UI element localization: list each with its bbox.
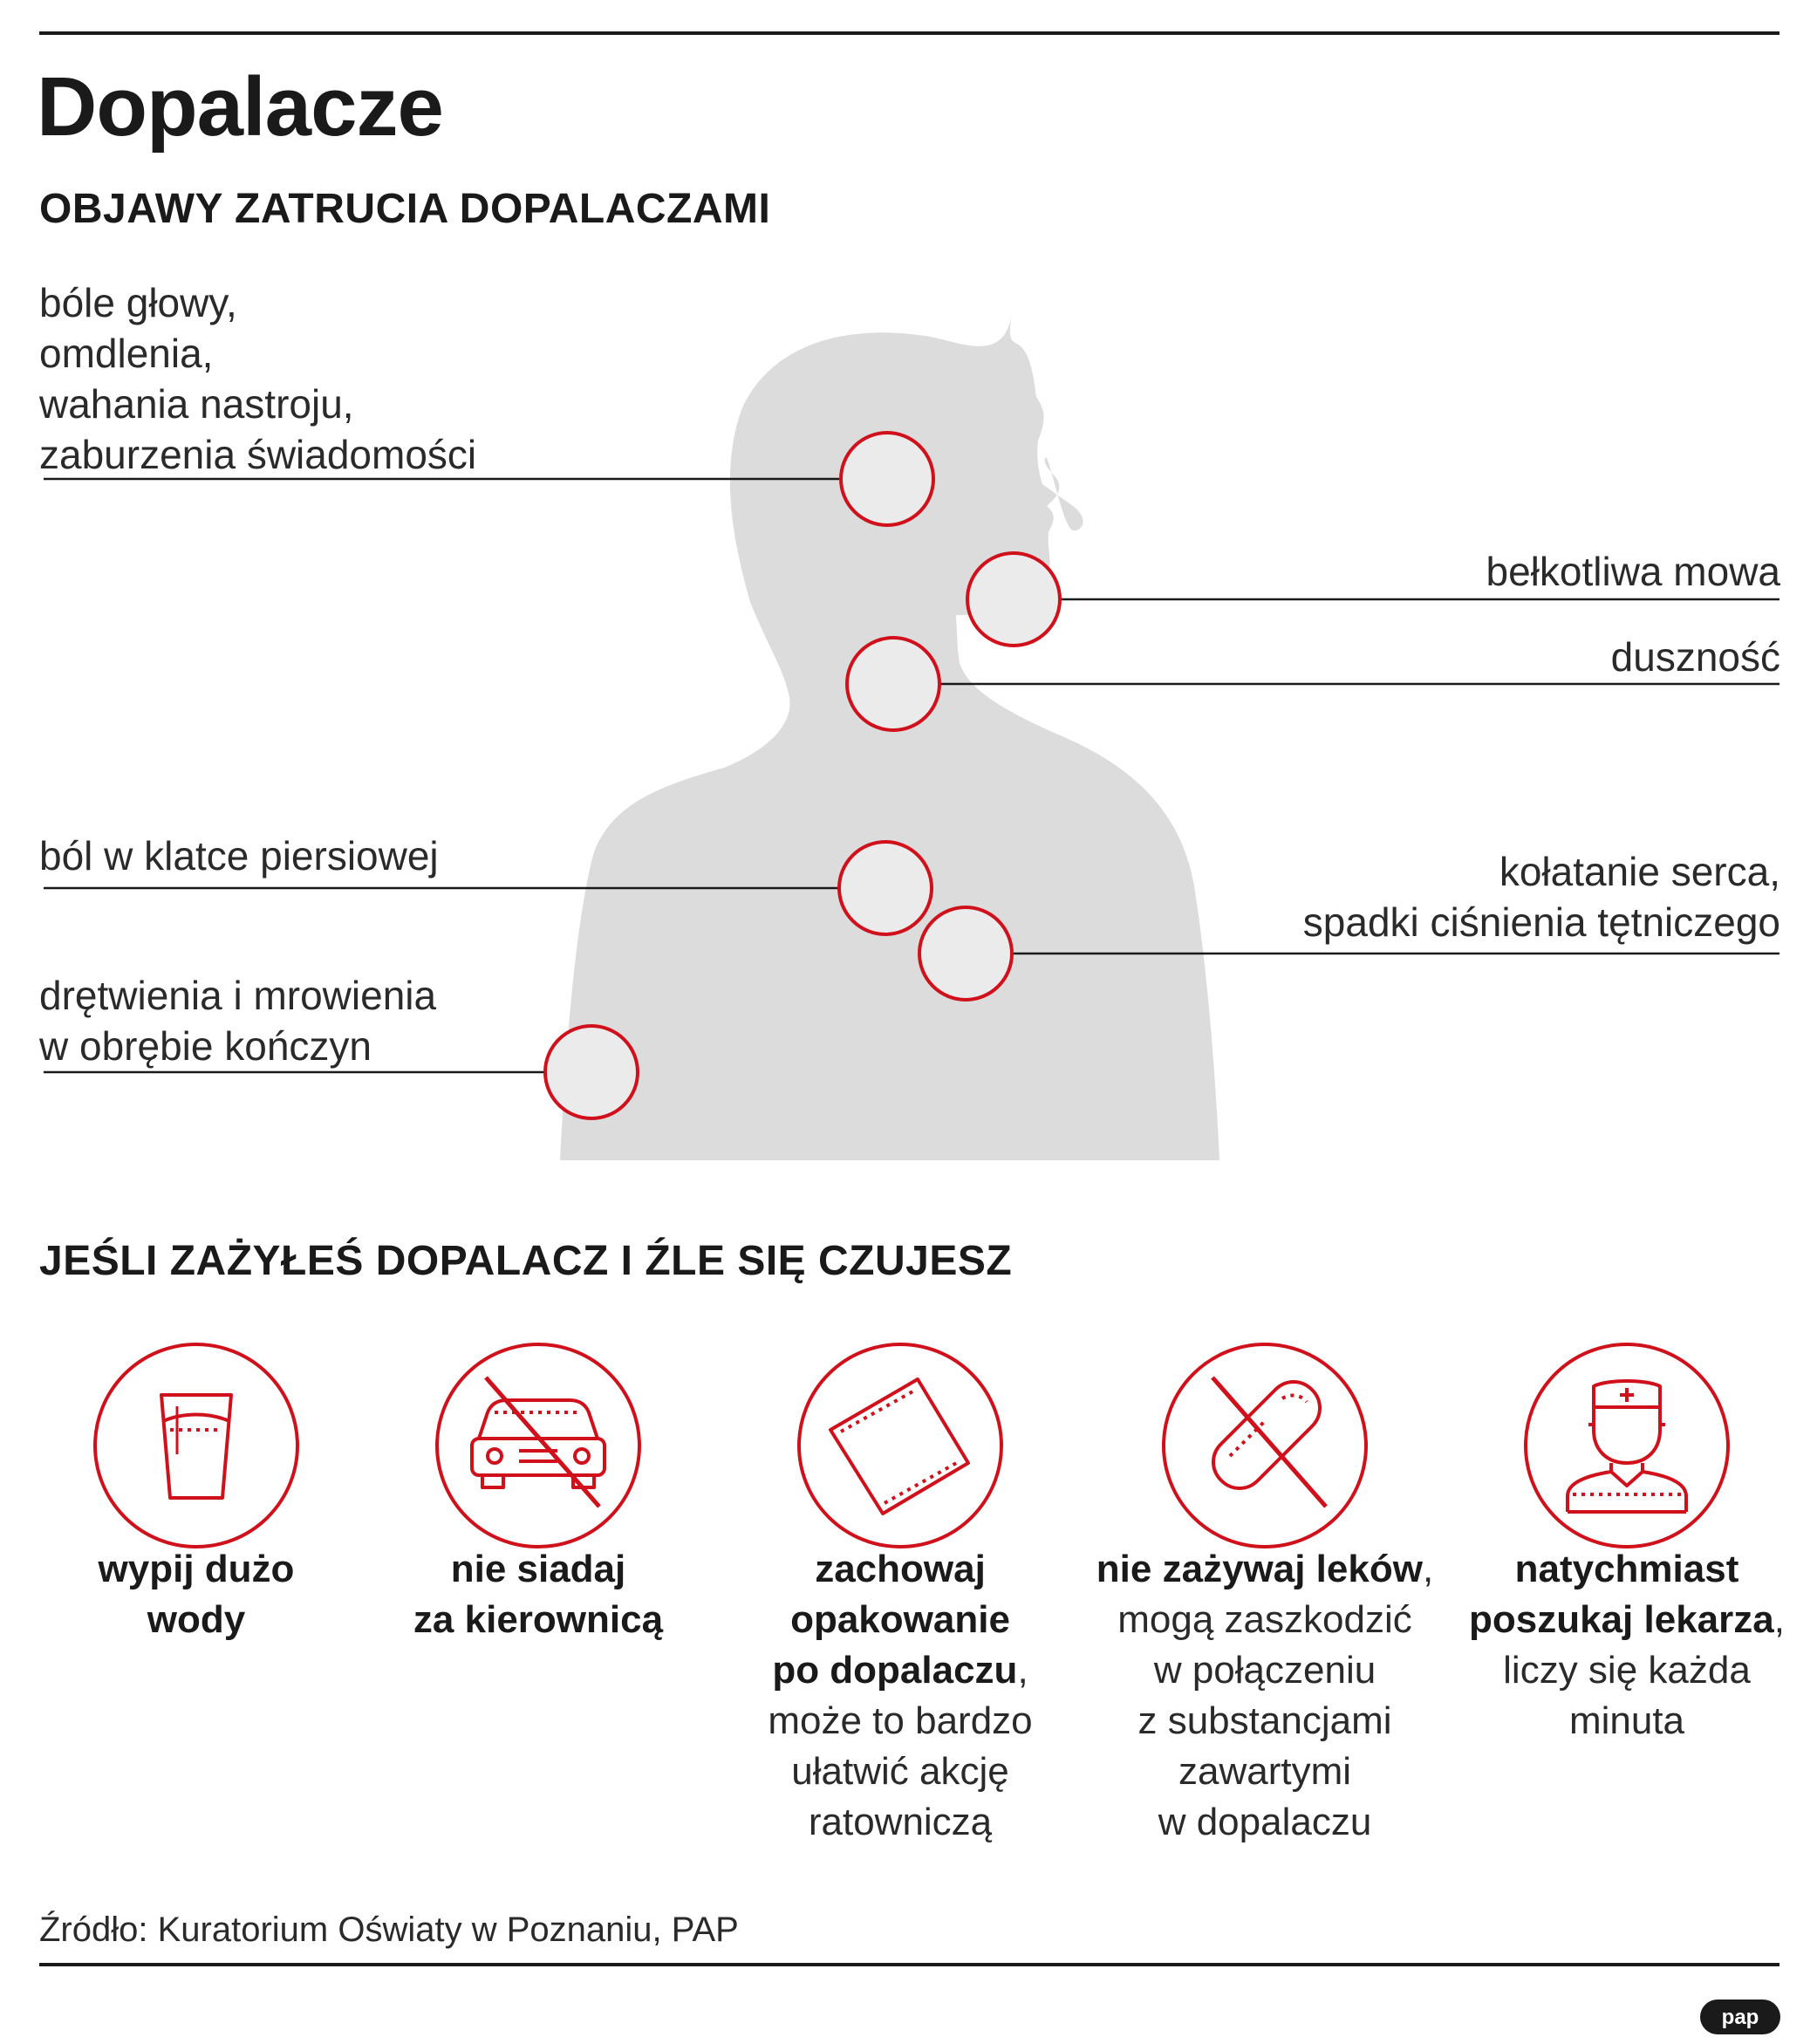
symptom-heart: kołatanie serca, spadki ciśnienia tętnic…	[1303, 846, 1780, 947]
action-keep-packet: zachowaj opakowanie po dopalaczu, może t…	[717, 1544, 1083, 1848]
action-normal-line: w dopalaczu	[1158, 1801, 1372, 1843]
symptom-line: wahania nastroju,	[39, 381, 354, 427]
symptom-line: duszność	[1610, 634, 1780, 680]
human-silhouette-diagram	[44, 314, 1779, 1160]
marker-speech	[966, 551, 1062, 647]
action-bold-line: zachowaj	[815, 1548, 986, 1590]
marker-breath	[845, 636, 941, 732]
action-bold-line: po dopalaczu	[772, 1649, 1018, 1692]
symptom-line: drętwienia i mrowienia	[39, 973, 437, 1018]
symptom-line: bełkotliwa mowa	[1486, 549, 1780, 594]
action-normal-line: mogą zaszkodzić	[1117, 1598, 1412, 1641]
marker-heart	[918, 906, 1014, 1001]
bottom-rule	[39, 1963, 1779, 1966]
marker-chest	[837, 840, 933, 936]
action-punctuation: ,	[1773, 1598, 1785, 1641]
action-punctuation: ,	[1017, 1649, 1028, 1692]
action-normal-line: może to bardzo	[768, 1699, 1033, 1742]
symptoms-heading: OBJAWY ZATRUCIA DOPALACZAMI	[39, 186, 771, 232]
action-normal-line: w połączeniu	[1153, 1649, 1376, 1692]
action-normal-line: zawartymi	[1178, 1750, 1352, 1793]
symptom-line: spadki ciśnienia tętniczego	[1302, 899, 1780, 945]
no-driving-car-icon	[435, 1343, 641, 1548]
packet-icon	[797, 1343, 1003, 1548]
symptom-limbs: drętwienia i mrowienia w obrębie kończyn	[39, 970, 436, 1071]
action-bold-line: opakowanie	[790, 1598, 1010, 1641]
action-bold-line: nie zażywaj leków	[1096, 1548, 1423, 1590]
doctor-icon	[1524, 1343, 1730, 1548]
symptom-chest: ból w klatce piersiowej	[39, 831, 439, 881]
symptom-head: bóle głowy, omdlenia, wahania nastroju, …	[39, 277, 476, 480]
no-pills-icon	[1162, 1343, 1368, 1548]
top-rule	[39, 31, 1779, 35]
action-bold-line: nie siadaj	[450, 1548, 626, 1590]
page-title: Dopalacze	[37, 60, 444, 154]
glass-of-water-icon	[93, 1343, 299, 1548]
action-normal-line: minuta	[1568, 1699, 1685, 1742]
source-note: Źródło: Kuratorium Oświaty w Poznaniu, P…	[39, 1911, 739, 1949]
symptom-breath: duszność	[1611, 632, 1780, 682]
symptom-speech: bełkotliwa mowa	[1486, 546, 1780, 597]
action-find-doctor: natychmiast poszukaj lekarza, liczy się …	[1444, 1544, 1810, 1747]
action-bold-line: natychmiast	[1514, 1548, 1739, 1590]
action-bold-line: wody	[147, 1598, 246, 1641]
action-punctuation: ,	[1422, 1548, 1434, 1590]
action-normal-line: liczy się każda	[1503, 1649, 1751, 1692]
symptom-line: w obrębie kończyn	[39, 1023, 372, 1069]
symptom-line: ból w klatce piersiowej	[39, 833, 439, 878]
marker-head	[839, 431, 935, 527]
human-silhouette	[560, 314, 1219, 1160]
action-bold-line: za kierownicą	[413, 1598, 664, 1641]
action-no-pills: nie zażywaj leków, mogą zaszkodzić w poł…	[1082, 1544, 1448, 1848]
action-drink-water: wypij dużo wody	[13, 1544, 379, 1645]
symptom-line: omdlenia,	[39, 331, 214, 376]
pap-logo-text: pap	[1722, 2006, 1759, 2029]
symptom-line: kołatanie serca,	[1499, 849, 1780, 894]
action-normal-line: ratowniczą	[808, 1801, 993, 1843]
action-no-driving: nie siadaj za kierownicą	[355, 1544, 721, 1645]
symptom-line: bóle głowy,	[39, 280, 237, 325]
action-bold-line: wypij dużo	[98, 1548, 295, 1590]
action-bold-line: poszukaj lekarza	[1469, 1598, 1774, 1641]
action-normal-line: z substancjami	[1137, 1699, 1392, 1742]
symptom-line: zaburzenia świadomości	[39, 432, 477, 477]
action-normal-line: ułatwić akcję	[791, 1750, 1009, 1793]
actions-heading: JEŚLI ZAŻYŁEŚ DOPALACZ I ŹLE SIĘ CZUJESZ	[39, 1238, 1013, 1284]
pap-logo: pap	[1700, 2000, 1780, 2034]
marker-limbs	[543, 1024, 639, 1120]
